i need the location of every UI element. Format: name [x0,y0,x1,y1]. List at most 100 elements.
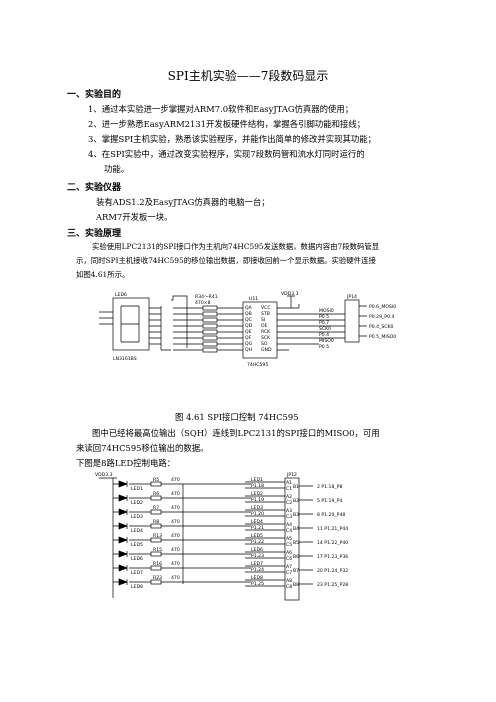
svg-text:P0.5_MISO0: P0.5_MISO0 [369,334,396,340]
svg-text:470: 470 [171,491,180,497]
spi-signals: MOSI0 P0.5 P0.7 SCK0 P0.4 MISO0 P0.5 [319,308,334,350]
svg-text:B2: B2 [293,498,299,504]
svg-text:A2: A2 [286,494,292,500]
svg-text:P1.23: P1.23 [251,553,264,559]
svg-text:470: 470 [171,533,180,539]
principle-line: 如图4.61所示。 [76,270,130,279]
section-heading-objectives: 一、实验目的 [67,90,122,100]
svg-text:P0.5: P0.5 [319,344,329,350]
svg-text:SCK: SCK [261,335,271,341]
svg-text:R13: R13 [153,533,162,539]
ic-part: 74HC595 [247,362,268,368]
svg-text:LED3: LED3 [251,505,263,511]
svg-text:QB: QB [245,311,252,317]
svg-text:8 P1.20_P48: 8 P1.20_P48 [317,512,345,518]
svg-text:P0.7: P0.7 [319,320,329,326]
svg-text:R6: R6 [153,491,159,497]
res-label: R34～R41 [195,294,218,300]
svg-text:P0.4: P0.4 [319,332,329,338]
section-heading-instruments: 二、实验仪器 [67,183,122,193]
svg-text:5 P1.19_P4: 5 P1.19_P4 [317,498,342,504]
body-text: 图中已经将最高位输出（SQH）连线到LPC2131的SPI接口的MISO0，可用 [92,428,380,438]
svg-text:LED1: LED1 [131,486,143,492]
ic-left-pins: QA QB QC QD QE QF QG QH [245,305,253,353]
svg-text:C2: C2 [286,500,292,506]
svg-text:C6: C6 [286,556,292,562]
svg-text:GND: GND [261,347,272,353]
svg-text:QG: QG [245,341,253,347]
svg-text:LED4: LED4 [251,519,263,525]
svg-text:P1.20: P1.20 [251,511,264,517]
vdd-label: VDD3.3 [281,291,299,297]
svg-text:A5: A5 [286,536,292,542]
svg-text:470: 470 [171,505,180,511]
svg-text:LED1: LED1 [251,477,263,483]
svg-text:SI: SI [261,317,265,323]
svg-text:A7: A7 [286,564,292,570]
svg-text:C4: C4 [286,528,292,534]
svg-text:MOSI0: MOSI0 [319,308,334,314]
svg-text:LED6: LED6 [251,547,263,553]
svg-text:470: 470 [171,477,180,483]
svg-text:R23: R23 [153,575,162,581]
svg-text:QA: QA [245,305,253,311]
figure1-caption: 图 4.61 SPI接口控制 74HC595 [175,412,299,422]
svg-text:R5: R5 [153,477,159,483]
jumper-pins-b: B1 B2 B3 B4 B5 B6 B7 B8 [293,484,299,588]
objective-item: 功能。 [104,164,130,174]
svg-text:B8: B8 [293,582,299,588]
body-text: 来读回74HC595移位输出的数据。 [76,443,209,453]
svg-text:A4: A4 [286,522,292,528]
svg-text:14 P1.22_P40: 14 P1.22_P40 [317,540,348,546]
svg-text:LED2: LED2 [251,491,263,497]
svg-text:R7: R7 [153,505,159,511]
svg-text:B7: B7 [293,568,299,574]
svg-text:B3: B3 [293,512,299,518]
svg-text:P1.22: P1.22 [251,539,264,545]
svg-text:LED5: LED5 [131,542,143,548]
svg-text:LED2: LED2 [131,500,143,506]
svg-text:470: 470 [171,561,180,567]
svg-text:P1.18: P1.18 [251,483,264,489]
svg-text:470: 470 [171,547,180,553]
svg-text:STB: STB [261,311,270,317]
svg-text:QF: QF [245,335,252,341]
svg-text:RCK: RCK [261,329,271,335]
svg-text:OE: OE [261,323,268,329]
led-outputs: 2 P1.18_P8 5 P1.19_P4 8 P1.20_P48 11 P1.… [317,484,348,588]
svg-text:P0.29_P0.4: P0.29_P0.4 [369,314,394,320]
body-text: 下图是8路LED控制电路： [76,458,176,468]
svg-text:R8: R8 [153,519,159,525]
principle-line: 示，同时SPI主机接收74HC595的移位输出数据，即接收回前一个显示数据。实验… [76,256,376,265]
svg-text:20 P1.24_P32: 20 P1.24_P32 [317,568,348,574]
svg-text:LED8: LED8 [131,584,143,590]
svg-text:LED4: LED4 [131,528,143,534]
svg-text:C3: C3 [286,514,292,520]
instrument-item: 装有ADS1.2及EasyJTAG仿真器的电脑一台； [96,197,270,207]
svg-text:A1: A1 [286,480,292,486]
svg-text:C8: C8 [286,584,292,590]
svg-text:C7: C7 [286,570,292,576]
objective-item: 2、进一步熟悉EasyARM2131开发板硬件结构，掌握各引脚功能和接线； [88,119,366,129]
svg-text:2 P1.18_P8: 2 P1.18_P8 [317,484,342,490]
section-heading-principle: 三、实验原理 [67,229,122,239]
svg-text:470: 470 [171,575,180,581]
svg-text:B6: B6 [293,554,299,560]
svg-text:A8: A8 [286,578,292,584]
svg-text:QH: QH [245,347,252,353]
svg-text:B1: B1 [293,484,299,490]
led-labels: LED1 LED2 LED3 LED4 LED5 LED6 LED7 LED8 [131,486,143,590]
svg-text:P1.25: P1.25 [251,581,264,587]
svg-text:17 P1.23_P36: 17 P1.23_P36 [317,554,348,560]
svg-text:R15: R15 [153,547,162,553]
led-diodes [118,480,128,586]
svg-text:C1: C1 [286,486,292,492]
svg-text:470: 470 [171,519,180,525]
svg-text:C5: C5 [286,542,292,548]
svg-text:LED8: LED8 [251,575,263,581]
principle-line: 实验使用LPC2131的SPI接口作为主机向74HC595发送数据，数据内容由7… [92,242,380,251]
svg-text:P0.4_SCK0: P0.4_SCK0 [369,324,394,330]
